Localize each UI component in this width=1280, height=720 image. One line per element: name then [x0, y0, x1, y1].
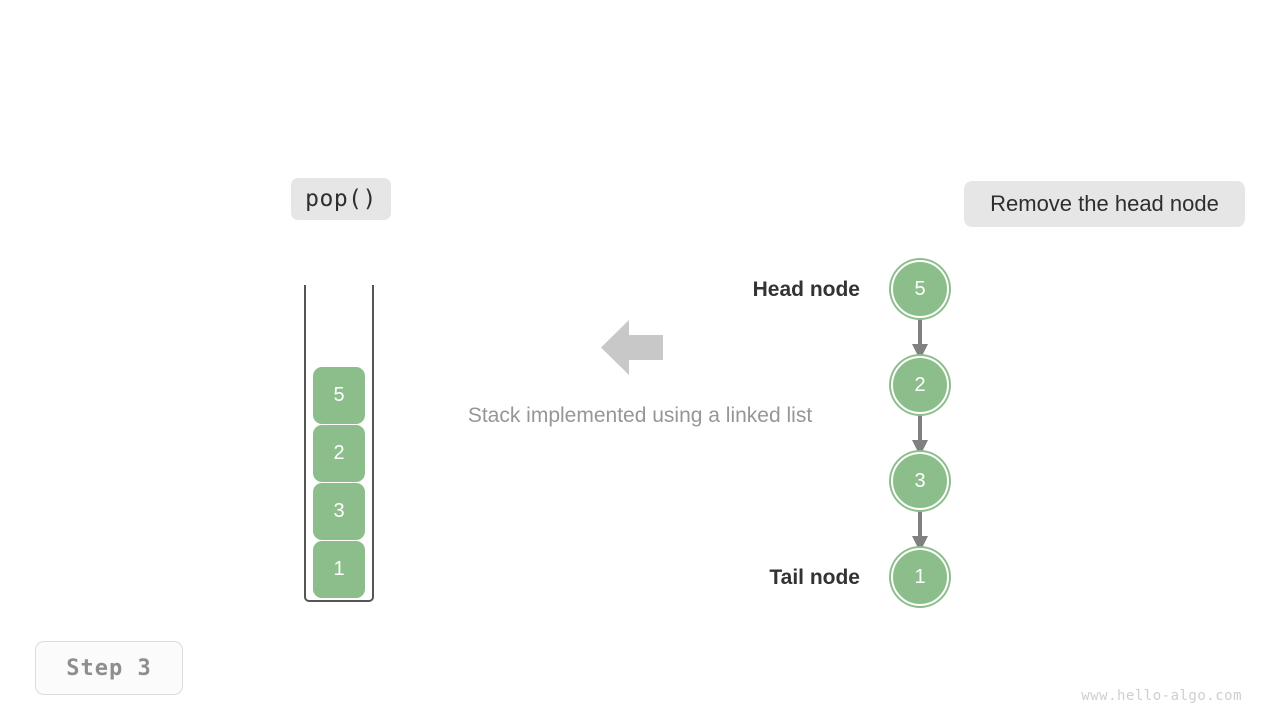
link-arrow-icon	[912, 318, 928, 360]
stack-cell: 2	[313, 425, 365, 482]
caption-text: Stack implemented using a linked list	[467, 404, 813, 427]
link-arrow-icon	[912, 510, 928, 552]
step-badge: Step 3	[35, 641, 183, 695]
linked-list-node: 3	[891, 452, 949, 510]
stack-container	[304, 285, 374, 602]
tail-node-label: Tail node	[769, 566, 860, 589]
stack-cell: 3	[313, 483, 365, 540]
operation-badge: pop()	[291, 178, 391, 220]
stack-cell: 1	[313, 541, 365, 598]
linked-list-node: 1	[891, 548, 949, 606]
stack-visual: 5 2 3 1	[304, 285, 374, 602]
linked-list-node: 2	[891, 356, 949, 414]
linked-list-node: 5	[891, 260, 949, 318]
stack-items: 5 2 3 1	[313, 367, 365, 598]
left-arrow-icon	[601, 320, 663, 375]
action-badge: Remove the head node	[964, 181, 1245, 227]
stack-cell: 5	[313, 367, 365, 424]
head-node-label: Head node	[752, 278, 860, 301]
watermark: www.hello-algo.com	[1081, 688, 1242, 704]
link-arrow-icon	[912, 414, 928, 456]
